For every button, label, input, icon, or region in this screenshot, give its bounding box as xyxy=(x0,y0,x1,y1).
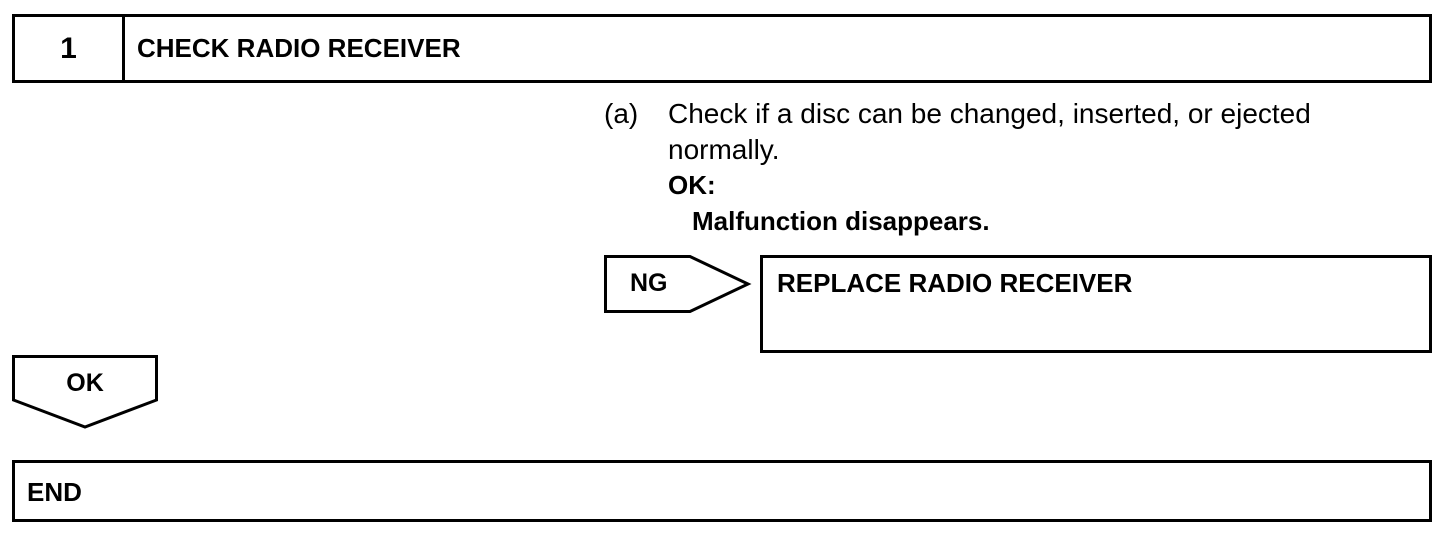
instruction-text: Check if a disc can be changed, inserted… xyxy=(668,98,1311,165)
ok-arrow-tag: OK xyxy=(12,355,160,431)
ok-branch-label: OK xyxy=(66,369,104,397)
ng-arrow-tag: NG xyxy=(604,255,752,313)
replace-action-box: REPLACE RADIO RECEIVER xyxy=(760,255,1432,353)
down-arrow-icon xyxy=(12,355,158,429)
step-header: 1 CHECK RADIO RECEIVER xyxy=(12,14,1432,83)
ok-criterion: Malfunction disappears. xyxy=(692,206,990,236)
right-arrow-icon xyxy=(604,255,752,313)
end-label: END xyxy=(27,477,82,507)
step-title: CHECK RADIO RECEIVER xyxy=(137,33,461,63)
step-number: 1 xyxy=(15,17,125,80)
end-box: END xyxy=(12,460,1432,522)
instruction-marker: (a) xyxy=(604,98,639,129)
ng-label: NG xyxy=(630,269,668,297)
replace-action-text: REPLACE RADIO RECEIVER xyxy=(777,268,1133,298)
ok-label: OK: xyxy=(668,170,716,200)
